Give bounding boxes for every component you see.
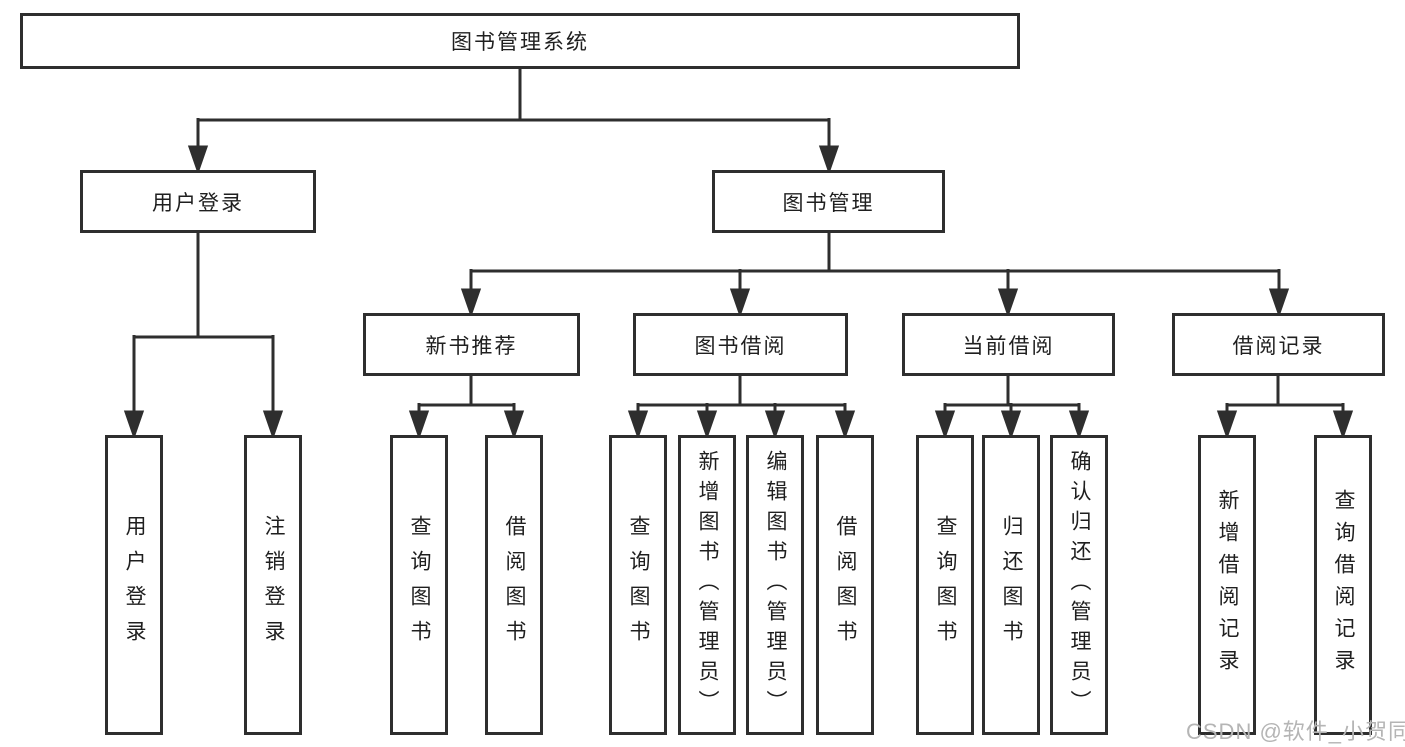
leaf-label: 用户登录 [123, 515, 146, 655]
leaf-borrow-books: 借阅图书 [816, 435, 874, 735]
arrowhead-icon [1000, 410, 1022, 440]
leaf-query-books: 查询图书 [609, 435, 667, 735]
arrowhead-icon [764, 410, 786, 440]
connector-borrow-records-split [1216, 376, 1354, 440]
arrowhead-icon [1216, 410, 1238, 440]
arrowhead-icon [1268, 288, 1290, 318]
node-label: 新书推荐 [425, 334, 518, 358]
arrowhead-icon [1068, 410, 1090, 440]
leaf-label: 确认归还（管理员） [1068, 450, 1091, 720]
leaf-label: 注销登录 [262, 515, 285, 655]
node-borrowing-records: 借阅记录 [1172, 313, 1385, 376]
arrowhead-icon [408, 410, 430, 440]
leaf-label: 归还图书 [1000, 515, 1023, 655]
leaf-query-books: 查询图书 [916, 435, 974, 735]
node-user-login: 用户登录 [80, 170, 316, 233]
node-label: 当前借阅 [962, 334, 1055, 358]
arrowhead-icon [729, 288, 751, 318]
node-label: 借阅记录 [1232, 334, 1325, 358]
arrowhead-icon [460, 288, 482, 318]
leaf-logout: 注销登录 [244, 435, 302, 735]
arrowhead-icon [187, 145, 209, 175]
node-label: 用户登录 [152, 191, 244, 215]
leaf-label: 借阅图书 [503, 515, 526, 655]
leaf-query-books: 查询图书 [390, 435, 448, 735]
arrowhead-icon [818, 145, 840, 175]
connector-new-book-split [408, 376, 525, 440]
connector-current-borrow-split [934, 376, 1090, 440]
arrowhead-icon [1332, 410, 1354, 440]
csdn-watermark: CSDN @软件_小贺同学 [1186, 719, 1405, 744]
connector-user-login-split [123, 233, 284, 440]
arrowhead-icon [627, 410, 649, 440]
arrowhead-icon [997, 288, 1019, 318]
leaf-label: 查询借阅记录 [1332, 489, 1355, 681]
node-root-library-system: 图书管理系统 [20, 13, 1020, 69]
leaf-label: 新增借阅记录 [1216, 489, 1239, 681]
connector-root-to-level2 [187, 69, 840, 175]
leaf-edit-books-admin: 编辑图书（管理员） [746, 435, 804, 735]
node-book-borrowing: 图书借阅 [633, 313, 848, 376]
leaf-label: 新增图书（管理员） [696, 450, 719, 720]
leaf-confirm-return-admin: 确认归还（管理员） [1050, 435, 1108, 735]
leaf-borrow-books: 借阅图书 [485, 435, 543, 735]
leaf-add-borrow-record: 新增借阅记录 [1198, 435, 1256, 735]
arrowhead-icon [696, 410, 718, 440]
node-current-borrowing: 当前借阅 [902, 313, 1115, 376]
arrowhead-icon [834, 410, 856, 440]
arrowhead-icon [262, 410, 284, 440]
leaf-label: 查询图书 [408, 515, 431, 655]
node-book-management: 图书管理 [712, 170, 945, 233]
arrowhead-icon [934, 410, 956, 440]
node-label: 图书借阅 [694, 334, 787, 358]
arrowhead-icon [503, 410, 525, 440]
node-label: 图书管理系统 [451, 31, 589, 54]
node-new-book-recommendation: 新书推荐 [363, 313, 580, 376]
leaf-label: 借阅图书 [834, 515, 857, 655]
leaf-label: 编辑图书（管理员） [764, 450, 787, 720]
node-label: 图书管理 [782, 191, 875, 215]
arrowhead-icon [123, 410, 145, 440]
connector-book-borrow-split [627, 376, 856, 440]
leaf-add-books-admin: 新增图书（管理员） [678, 435, 736, 735]
leaf-query-borrow-record: 查询借阅记录 [1314, 435, 1372, 735]
leaf-label: 查询图书 [934, 515, 957, 655]
connector-book-management-split [460, 233, 1290, 318]
leaf-return-books: 归还图书 [982, 435, 1040, 735]
leaf-user-login: 用户登录 [105, 435, 163, 735]
leaf-label: 查询图书 [627, 515, 650, 655]
